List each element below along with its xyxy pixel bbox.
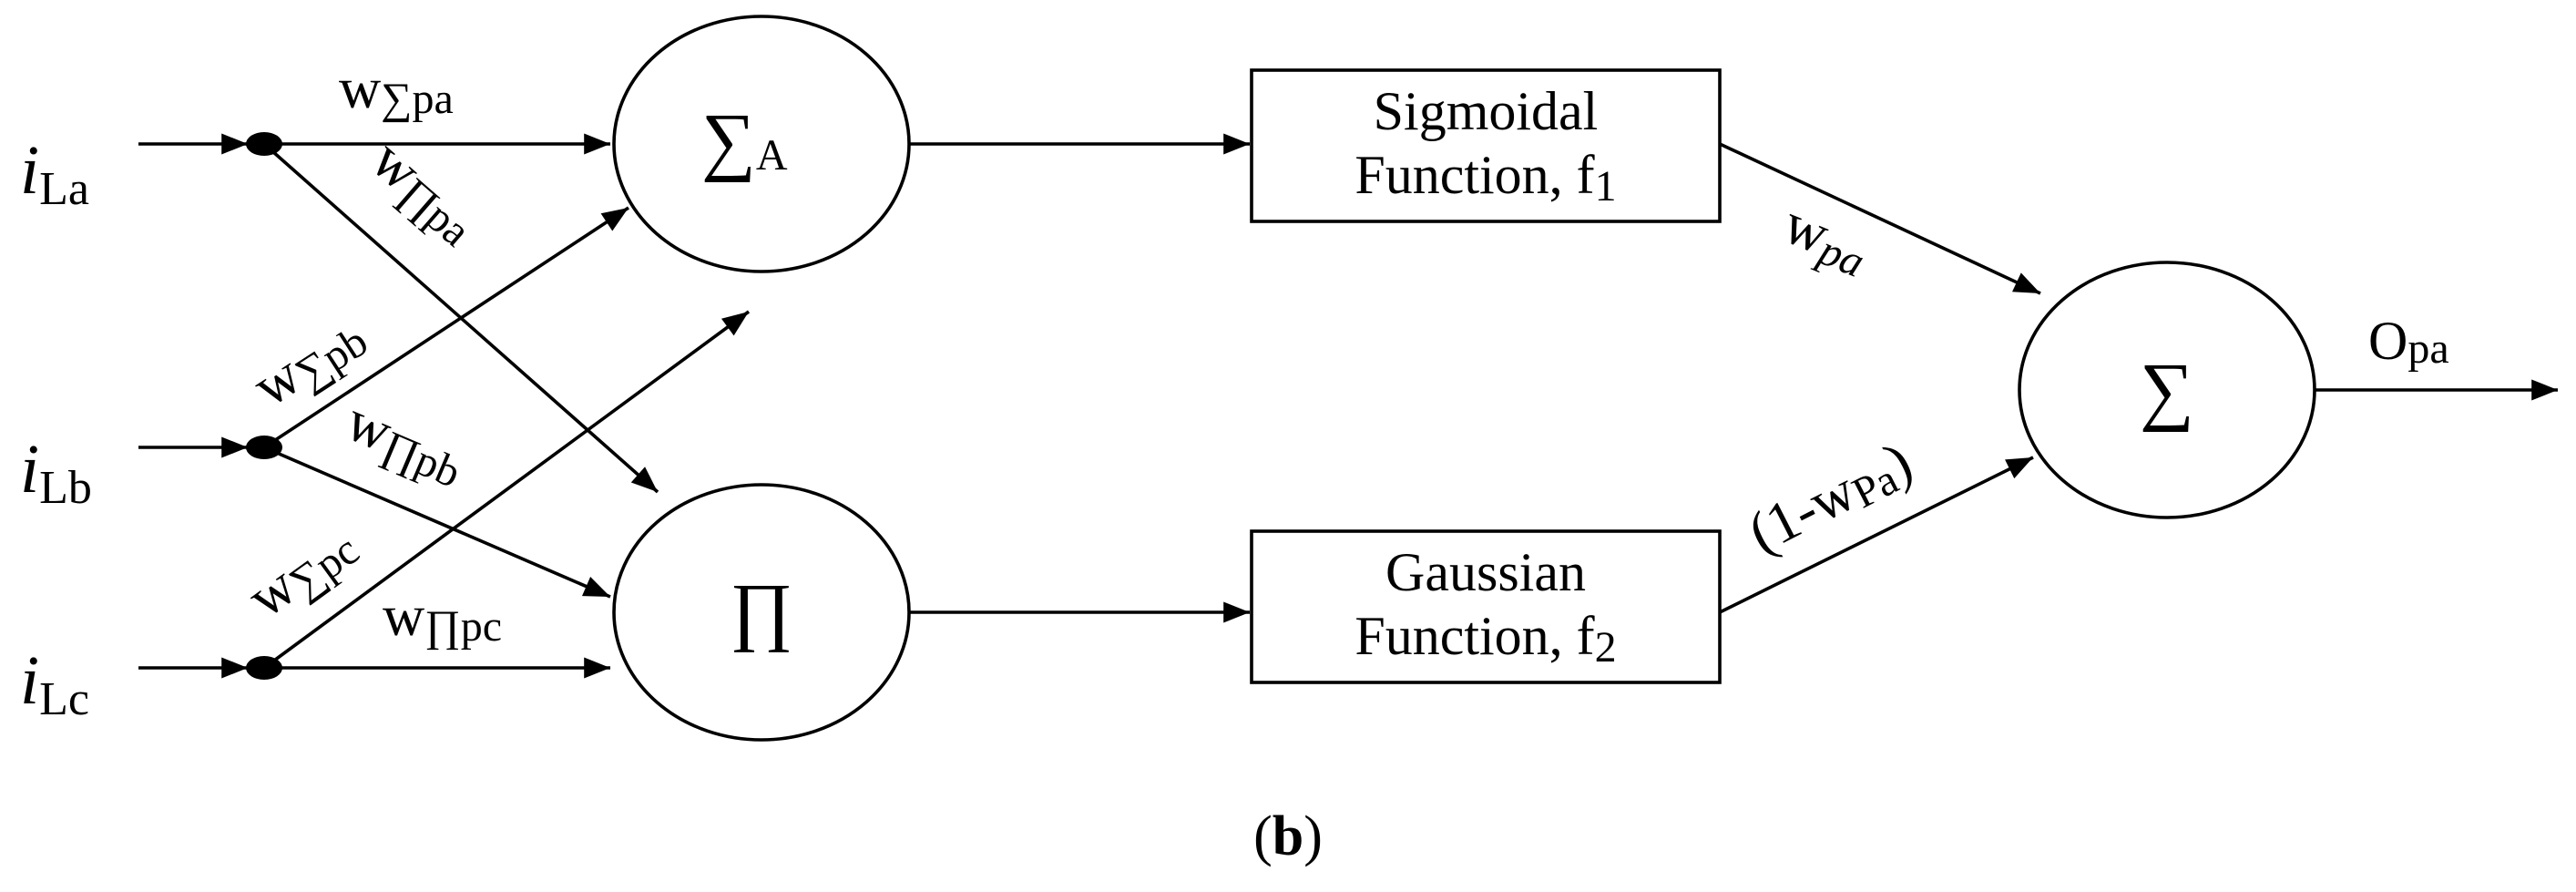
gaussian-box-line2: Function, f2 [1354,606,1616,672]
weight-label-prod-b: w∏pb [336,388,475,497]
sigmoid-box-line2: Function, f1 [1354,145,1616,210]
output-label: Opa [2368,311,2449,373]
weight-label-sum-c: w∑pc [235,510,367,632]
weight-label-one-minus: (1-wPa) [1738,429,1923,568]
output-sum-node-label: ∑ [2140,348,2194,433]
gaussian-box-line1: Gaussian [1385,542,1586,602]
sigmoid-function-box [1250,68,1722,223]
figure-caption: (b) [1253,805,1323,867]
input-label-b: iLb [20,431,92,514]
edge-b-to-sum [263,206,629,449]
weight-label-prod-a: w∏pa [358,127,492,256]
edge-sigmoid-to-output [1719,142,2041,295]
edge-c-to-sum [262,310,751,670]
weight-label-pa: wpa [1774,190,1879,287]
edge-b-to-product [263,446,611,599]
sigmoid-box-line1: Sigmoidal [1374,81,1599,141]
input-label-a: iLa [20,132,89,215]
weight-label-sum-a: w∑pa [339,56,454,123]
sum-node-a-label: ∑A [701,98,788,183]
weight-label-prod-c: w∏pc [383,583,502,651]
input-label-c: iLc [20,642,89,725]
edge-gaussian-to-output [1719,456,2034,614]
gaussian-function-box [1250,529,1722,684]
product-node-label: ∏ [730,569,792,653]
